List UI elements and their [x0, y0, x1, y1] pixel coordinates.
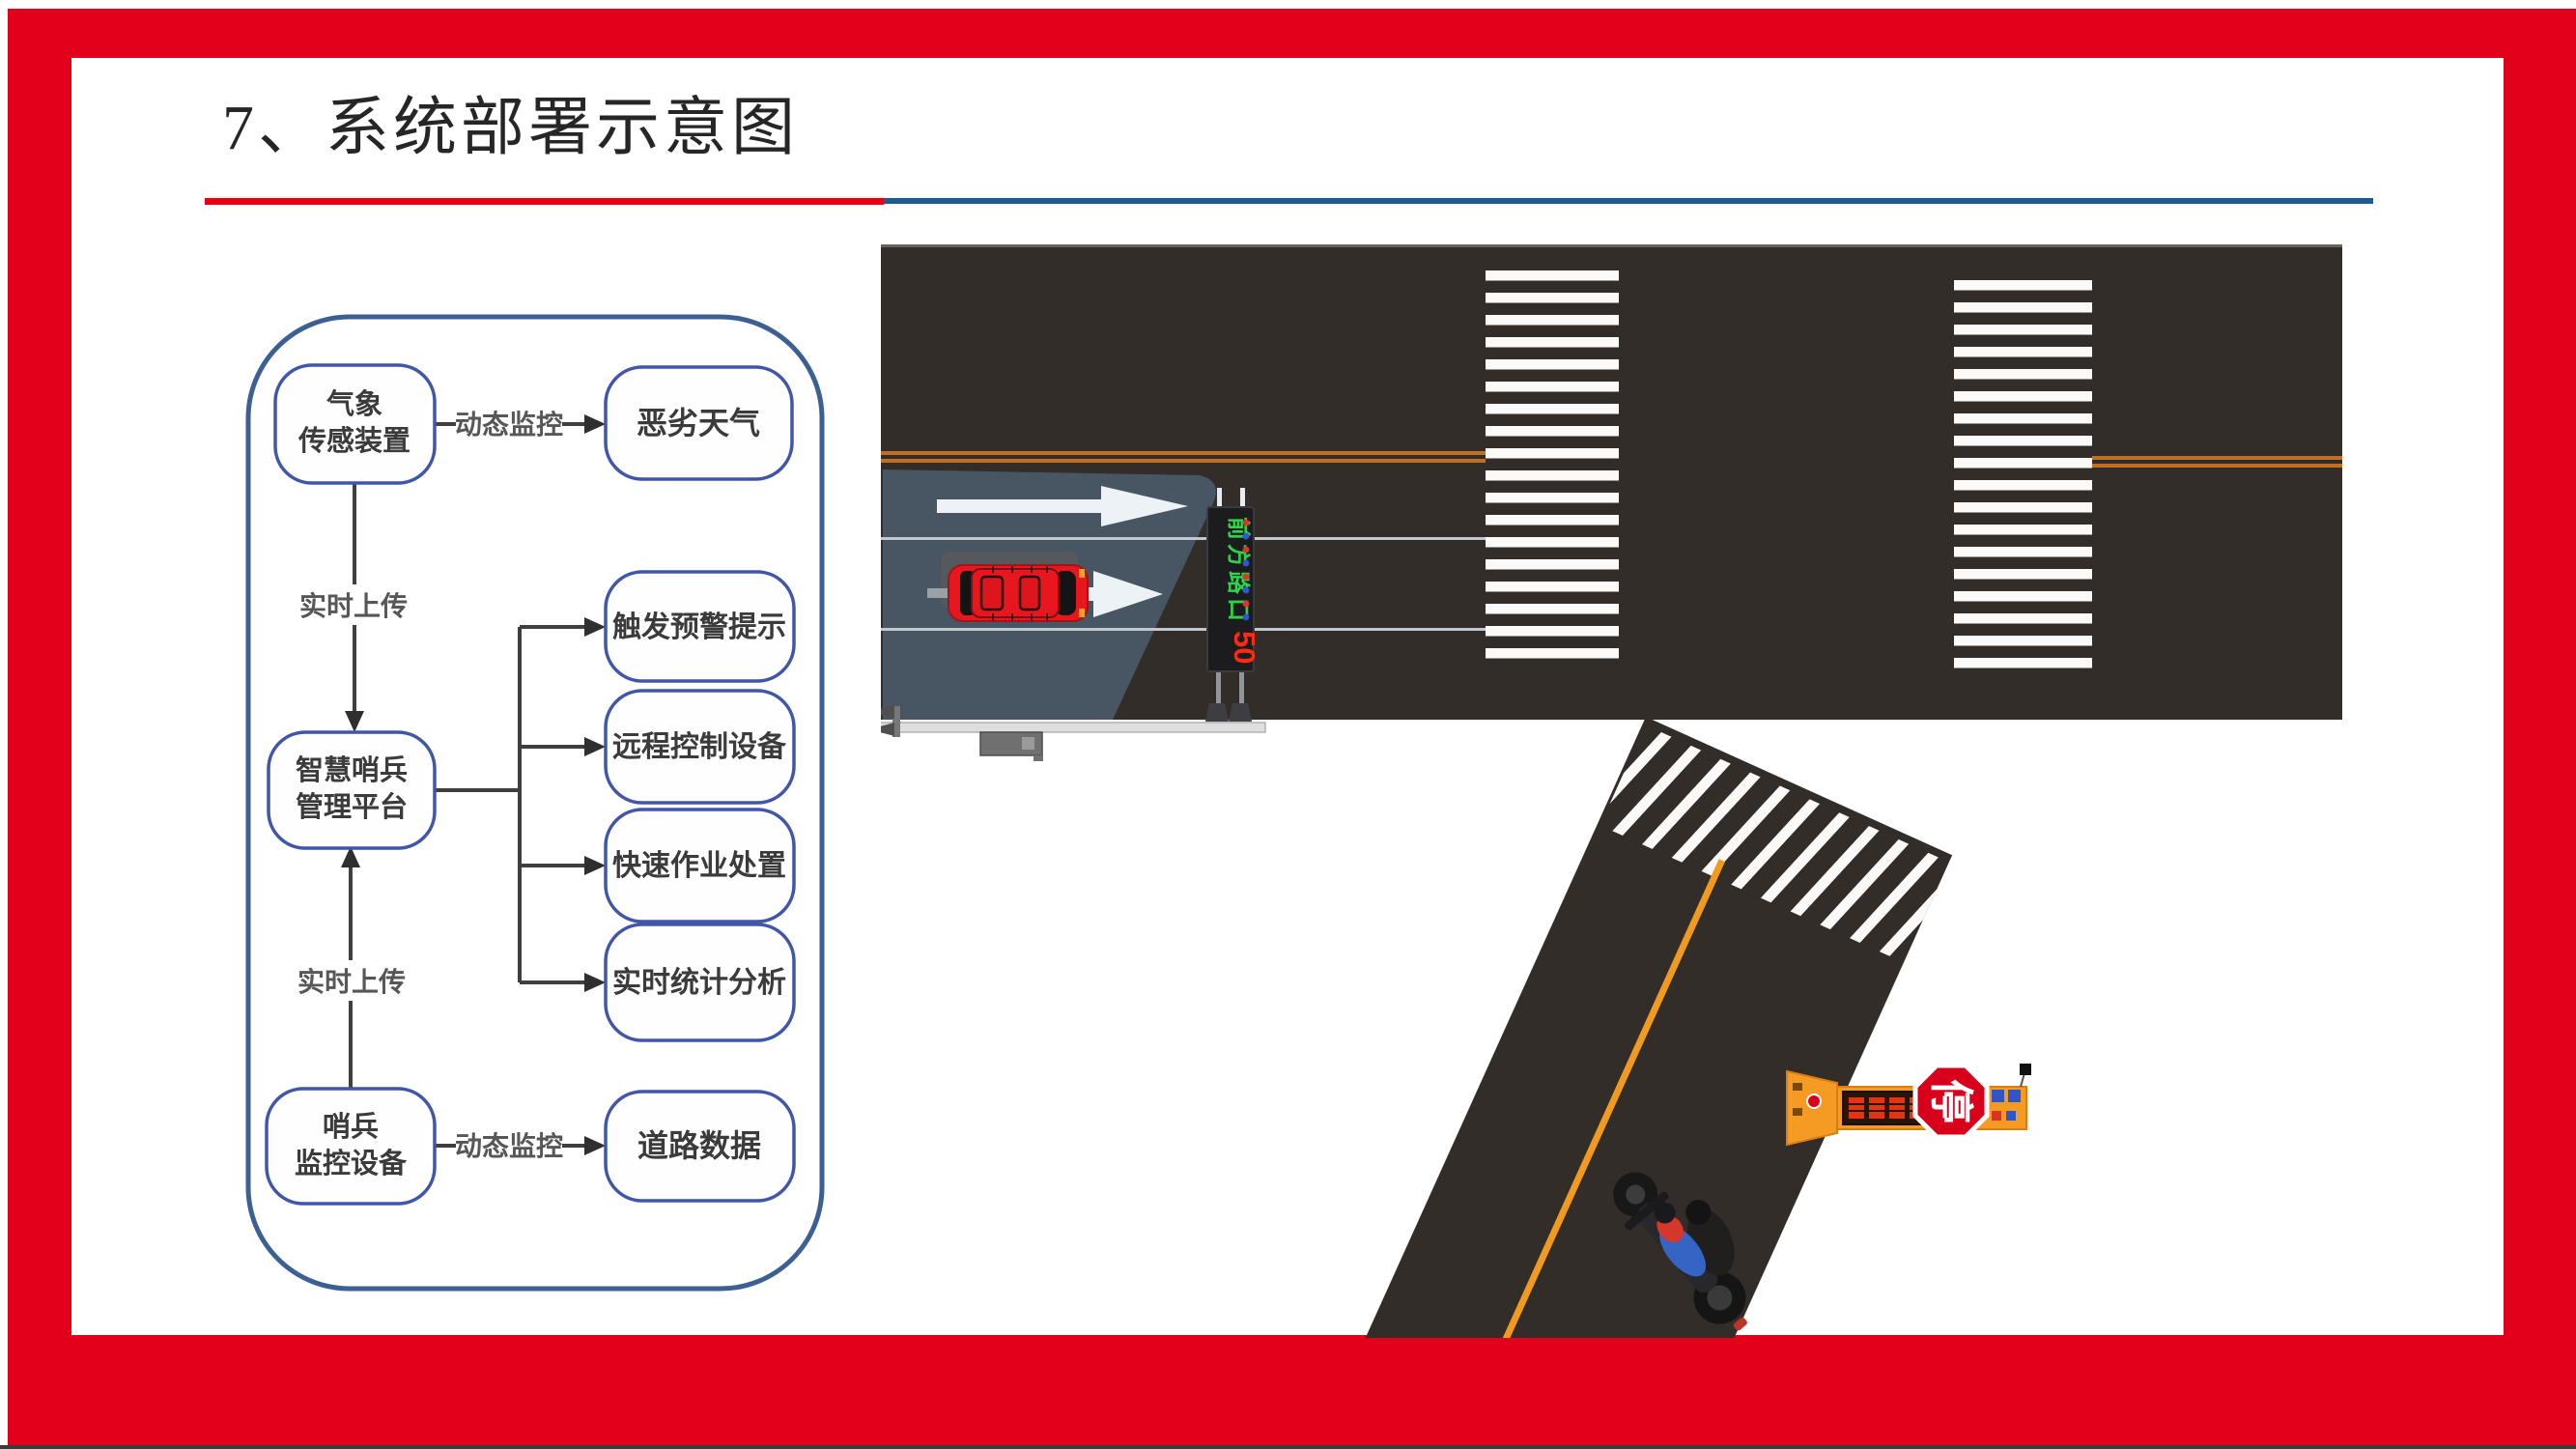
- pole-base-left: [1205, 703, 1229, 722]
- svg-text:触发预警提示: 触发预警提示: [612, 611, 786, 643]
- edge-label-dynamic-top: 动态监控: [455, 405, 563, 443]
- rider-helmet: [1654, 1202, 1676, 1224]
- sign-pole-right: [1239, 669, 1244, 704]
- gantry-beam: [881, 705, 1266, 761]
- car-hitch: [927, 588, 950, 598]
- node-road-data: 道路数据: [604, 1090, 796, 1203]
- motorcycle: [1613, 1172, 1747, 1331]
- svg-text:监控设备: 监控设备: [295, 1148, 408, 1179]
- page-title: 7、系统部署示意图: [222, 93, 799, 163]
- svg-text:传感装置: 传感装置: [297, 425, 410, 457]
- svg-text:实时统计分析: 实时统计分析: [612, 966, 786, 999]
- divider-blue-segment: [884, 198, 2373, 204]
- lane-arrow-top: [937, 486, 1188, 526]
- edge-label-upload-bottom: 实时上传: [297, 960, 406, 1001]
- node-weather-sensor: 气象 传感装置: [273, 363, 437, 485]
- node-platform: 智慧哨兵 管理平台: [267, 730, 437, 850]
- motorcycle-handlebar: [1625, 1191, 1669, 1231]
- sign-pole-left: [1216, 669, 1221, 704]
- svg-text:远程控制设备: 远程控制设备: [612, 730, 787, 763]
- deployment-flowchart: 动态监控 实时上传 实时上传 动态监控 气象 传感装置 恶劣天气 智慧哨兵 管理…: [245, 314, 825, 1292]
- svg-text:快速作业处置: 快速作业处置: [612, 850, 786, 882]
- edge-label-dynamic-bottom: 动态监控: [455, 1126, 563, 1165]
- node-bad-weather: 恶劣天气: [604, 365, 794, 481]
- center-line-orange: [881, 451, 2342, 468]
- svg-text:动态监控: 动态监控: [455, 410, 563, 440]
- svg-text:气象: 气象: [326, 388, 382, 420]
- svg-text:实时上传: 实时上传: [297, 966, 406, 997]
- frame-top: [8, 9, 2576, 58]
- red-car: [927, 552, 1089, 622]
- beam-end-cone: [881, 705, 894, 719]
- branch-center-line: [1490, 859, 1726, 1338]
- svg-text:恶劣天气: 恶劣天气: [637, 406, 760, 440]
- stop-octagon: [1912, 1063, 1990, 1140]
- svg-text:道路数据: 道路数据: [637, 1128, 761, 1163]
- stop-glyph: 停: [1926, 1079, 1976, 1123]
- device-status-lights: [1992, 1090, 2021, 1121]
- motorcycle-tail: [1733, 1317, 1747, 1331]
- road-deployment-illustration: 前方路口 50: [881, 244, 2342, 1338]
- lane-divider-lines: [881, 537, 1486, 631]
- crosswalk-left: [1486, 270, 1619, 668]
- device-antenna: [2020, 1072, 2025, 1088]
- crosswalk-right: [1954, 280, 2092, 678]
- passenger-helmet: [1685, 1200, 1712, 1226]
- car-window-rear: [979, 575, 1005, 611]
- bottom-edge-line: [0, 1445, 2576, 1449]
- node-stats-analysis: 实时统计分析: [604, 923, 796, 1042]
- divider-red-segment: [205, 198, 884, 205]
- led-text-green: 前方路口: [1225, 517, 1252, 625]
- led-indicator-dots: [1242, 519, 1250, 621]
- svg-text:智慧哨兵: 智慧哨兵: [296, 754, 408, 786]
- frame-right: [2504, 9, 2576, 1449]
- car-window-front: [1018, 575, 1041, 611]
- node-remote-control: 远程控制设备: [604, 689, 796, 805]
- svg-text:哨兵: 哨兵: [323, 1111, 379, 1143]
- svg-text:动态监控: 动态监控: [455, 1131, 563, 1161]
- led-panel: [1206, 506, 1255, 672]
- edge-label-upload-top: 实时上传: [299, 584, 408, 625]
- flowchart-arrowheads: [341, 414, 606, 1155]
- branch-road: [1365, 717, 1953, 1338]
- led-text-speed: 50: [1228, 631, 1261, 664]
- frame-left: [8, 9, 71, 1449]
- node-trigger-warning: 触发预警提示: [604, 570, 796, 683]
- svg-text:管理平台: 管理平台: [296, 790, 408, 823]
- frame-bottom: [8, 1335, 2576, 1449]
- svg-text:实时上传: 实时上传: [299, 590, 408, 621]
- road-top-edge: [881, 244, 2342, 247]
- title-divider: [205, 198, 2373, 205]
- pole-base-right: [1229, 703, 1252, 722]
- stop-sign-device: 停: [1786, 1063, 2031, 1147]
- node-sentinel-device: 哨兵 监控设备: [265, 1087, 437, 1206]
- led-warning-sign: 前方路口 50: [1205, 488, 1261, 722]
- node-quick-disposal: 快速作业处置: [604, 808, 796, 923]
- flowchart-container: [245, 314, 825, 1292]
- branch-crosswalk: [1599, 724, 1949, 963]
